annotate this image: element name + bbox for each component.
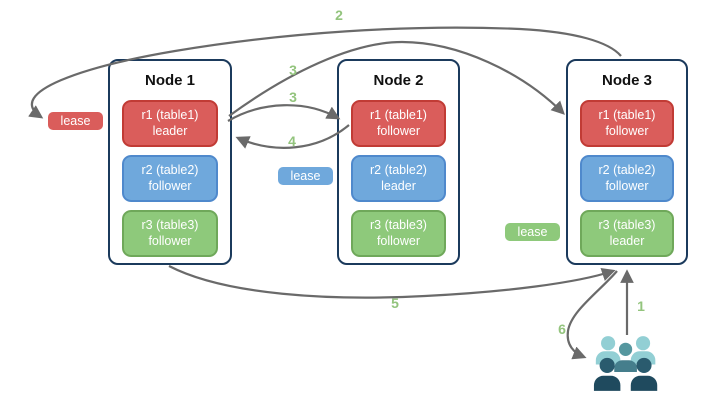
range-id-label: r3 (table3) [598,218,656,233]
range-role-label: leader [609,233,645,248]
range-id-label: r1 (table1) [598,108,656,123]
range-id-label: r1 (table1) [370,108,427,123]
range-id-label: r1 (table1) [141,108,199,123]
node1-range-r2-follower: r2 (table2) follower [122,155,218,202]
range-role-label: follower [148,178,192,193]
lease-chip-r3: lease [505,223,560,241]
step-label-3a: 3 [289,62,297,78]
node3-range-r3-leader: r3 (table3) leader [580,210,674,257]
node-3-box: Node 3 r1 (table1) follower r2 (table2) … [566,59,688,265]
node2-range-r2-leader: r2 (table2) leader [351,155,446,202]
range-role-label: follower [376,123,421,138]
lease-chip-r1: lease [48,112,103,130]
arrow-5-node1-to-gateway [168,265,616,299]
step-label-4: 4 [288,133,296,149]
step-label-1: 1 [637,298,645,314]
range-id-label: r3 (table3) [370,218,427,233]
node-1-title: Node 1 [144,72,195,89]
node2-range-r3-follower: r3 (table3) follower [351,210,446,257]
range-role-label: leader [381,178,416,193]
step-label-3b: 3 [289,89,297,105]
step-label-6: 6 [558,321,566,337]
node-2-box: Node 2 r1 (table1) follower r2 (table2) … [337,59,460,265]
lease-chip-r2: lease [278,167,333,185]
range-role-label: follower [376,233,421,248]
range-id-label: r2 (table2) [598,163,656,178]
node1-range-r1-leader: r1 (table1) leader [122,100,218,147]
node-2-title: Node 2 [373,72,424,89]
node-1-box: Node 1 r1 (table1) leader r2 (table2) fo… [108,59,232,265]
users-group-icon [593,336,658,391]
range-role-label: follower [605,178,649,193]
range-id-label: r3 (table3) [141,218,199,233]
range-role-label: follower [148,233,192,248]
range-role-label: leader [152,123,188,138]
node3-range-r2-follower: r2 (table2) follower [580,155,674,202]
step-label-2: 2 [335,7,343,23]
range-id-label: r2 (table2) [370,163,427,178]
range-role-label: follower [605,123,649,138]
step-label-5: 5 [391,295,399,311]
node1-range-r3-follower: r3 (table3) follower [122,210,218,257]
node2-range-r1-follower: r1 (table1) follower [351,100,446,147]
node3-range-r1-follower: r1 (table1) follower [580,100,674,147]
node-3-title: Node 3 [601,72,652,89]
range-id-label: r2 (table2) [141,163,199,178]
arrow-3-leader-to-node2-follower [227,104,341,122]
